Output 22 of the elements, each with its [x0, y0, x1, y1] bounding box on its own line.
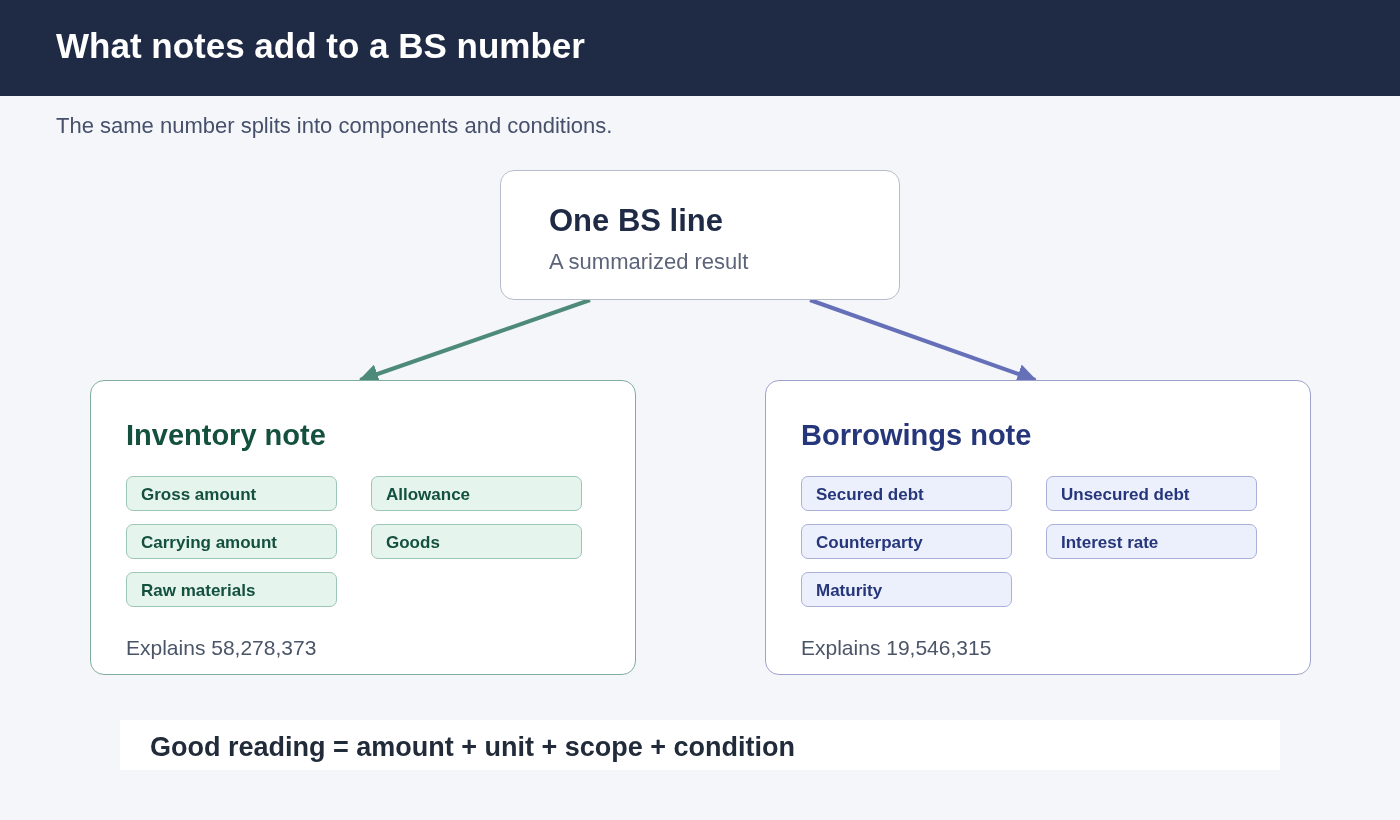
tag-chip: Allowance [371, 476, 582, 511]
subtitle: The same number splits into components and conditions. [56, 113, 613, 139]
card-heading: One BS line [549, 203, 723, 239]
card-subtext: A summarized result [549, 249, 749, 275]
card-heading: Borrowings note [801, 419, 1032, 452]
tag-chip: Carrying amount [126, 524, 337, 559]
tag-chip: Raw materials [126, 572, 337, 607]
tag-chip: Gross amount [126, 476, 337, 511]
tag-chip: Secured debt [801, 476, 1012, 511]
summary-text: Good reading = amount + unit + scope + condition [150, 732, 796, 763]
note-card [765, 380, 1311, 675]
card-heading: Inventory note [126, 419, 326, 452]
tag-chip: Goods [371, 524, 582, 559]
note-card [500, 170, 900, 300]
card-subtext: Explains 58,278,373 [126, 636, 317, 660]
tag-chip: Maturity [801, 572, 1012, 607]
tag-chip: Interest rate [1046, 524, 1257, 559]
tag-chip: Counterparty [801, 524, 1012, 559]
diagram-title: What notes add to a BS number [56, 26, 585, 66]
card-subtext: Explains 19,546,315 [801, 636, 992, 660]
tag-chip: Unsecured debt [1046, 476, 1257, 511]
note-card [90, 380, 636, 675]
